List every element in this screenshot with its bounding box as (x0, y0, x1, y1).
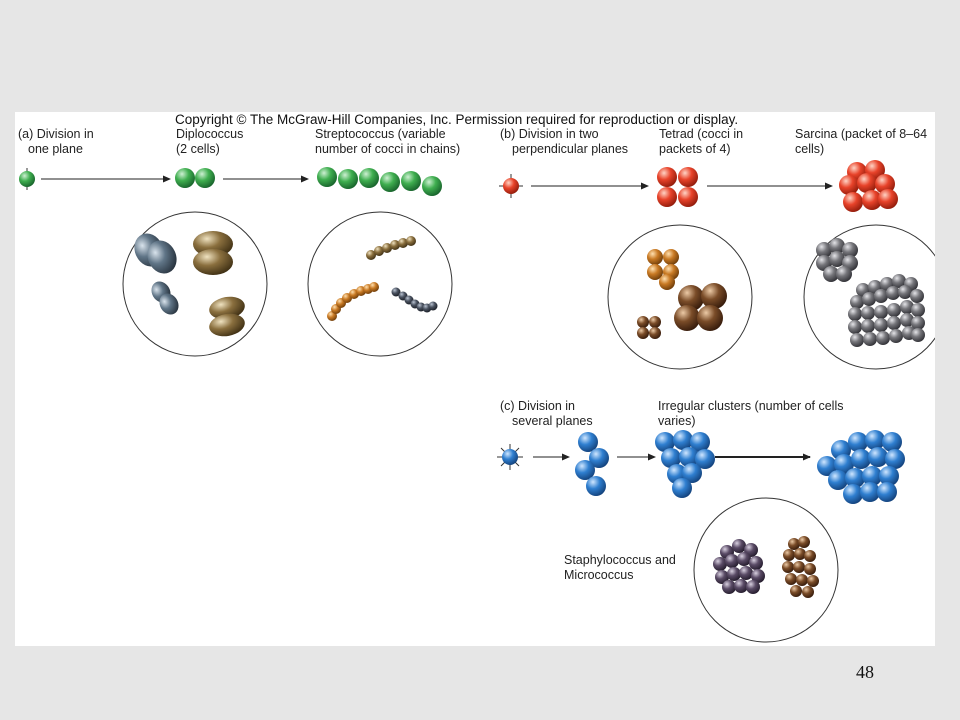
large-sarcina-cube (848, 274, 925, 347)
purple-cluster (713, 539, 765, 594)
sarcina-cells (839, 160, 898, 212)
diplococcus-label-line2: (2 cells) (176, 142, 220, 156)
coccus-arrangements-diagram: Copyright © The McGraw-Hill Companies, I… (18, 112, 935, 643)
sarcina-label-line1: Sarcina (packet of 8–64 (795, 127, 927, 141)
small-sarcina-packet (816, 238, 858, 282)
tetrad-label-line2: packets of 4) (659, 142, 731, 156)
several-planes-cells (575, 432, 609, 496)
copyright-notice: Copyright © The McGraw-Hill Companies, I… (175, 112, 738, 127)
dividing-coccus-blue (497, 444, 523, 470)
staphylococcus-micrograph (693, 497, 839, 643)
diplococcus-cells (175, 168, 215, 188)
tetrad-micrograph (607, 224, 753, 370)
orange-chain (327, 282, 379, 321)
dividing-coccus-green (19, 168, 35, 190)
streptococcus-micrograph (307, 211, 453, 357)
diplococcus-label-line1: Diplococcus (176, 127, 243, 141)
panel-c-label-line1: (c) Division in (500, 399, 575, 413)
sarcina-micrograph (803, 224, 935, 370)
tetrad-cells (657, 167, 698, 207)
panel-c-label-line2: several planes (512, 414, 593, 428)
large-irregular-cluster (817, 430, 905, 504)
dark-chain (391, 287, 438, 313)
dividing-coccus-red (499, 174, 523, 198)
tetrad-label-line1: Tetrad (cocci in (659, 127, 743, 141)
diplococcus-micrograph (122, 211, 268, 357)
panel-a-label-line2: one plane (28, 142, 83, 156)
panel-a-label-line1: (a) Division in (18, 127, 94, 141)
panel-b-label-line2: perpendicular planes (512, 142, 628, 156)
panel-b-label-line1: (b) Division in two (500, 127, 599, 141)
small-irregular-cluster (655, 430, 715, 498)
staph-label-line1: Staphylococcus and (564, 553, 676, 567)
slide-page-number: 48 (856, 662, 874, 682)
figure-panel: Copyright © The McGraw-Hill Companies, I… (15, 112, 935, 646)
sarcina-label-line2: cells) (795, 142, 824, 156)
clusters-label-line2: varies) (658, 414, 696, 428)
streptococcus-chain (317, 167, 442, 196)
bronze-chain (366, 236, 416, 260)
clusters-label-line1: Irregular clusters (number of cells (658, 399, 843, 413)
streptococcus-label-line1: Streptococcus (variable (315, 127, 446, 141)
staph-label-line2: Micrococcus (564, 568, 633, 582)
streptococcus-label-line2: number of cocci in chains) (315, 142, 460, 156)
brown-cluster (782, 536, 819, 598)
